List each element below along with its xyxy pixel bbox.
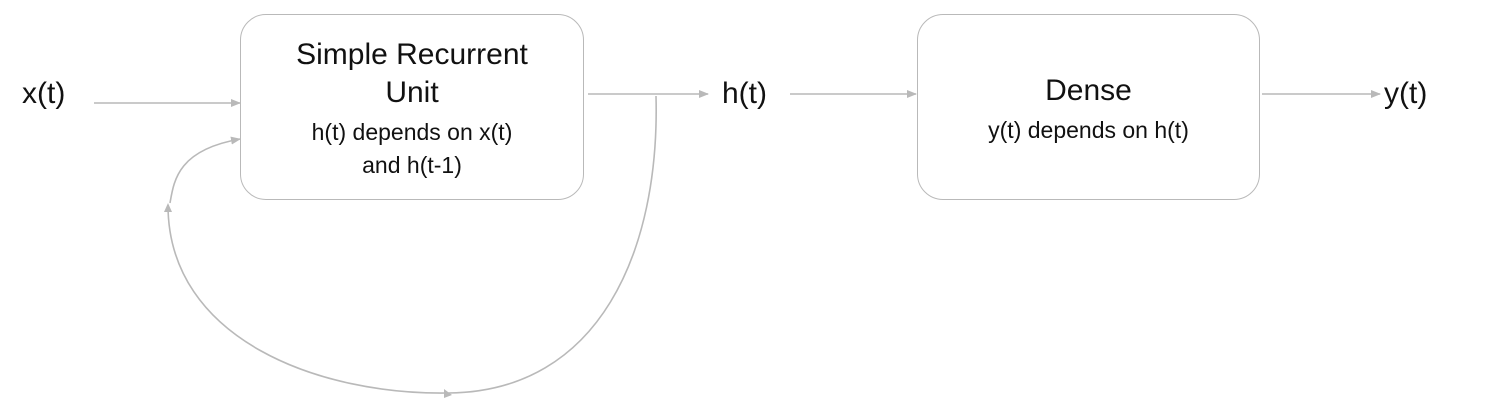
rnn-description-line2: and h(t-1) — [362, 152, 462, 178]
hidden-state-label: h(t) — [722, 77, 767, 110]
input-label-x: x(t) — [22, 77, 66, 110]
rnn-description-line1: h(t) depends on x(t) — [311, 119, 513, 145]
dense-title: Dense — [1045, 74, 1132, 107]
recurrent-loop-upper — [169, 136, 241, 204]
simple-recurrent-unit-box: Simple Recurrent Unit h(t) depends on x(… — [240, 14, 584, 200]
output-label-y: y(t) — [1384, 77, 1428, 110]
dense-description: y(t) depends on h(t) — [988, 117, 1189, 143]
dense-layer-box: Dense y(t) depends on h(t) — [917, 14, 1260, 200]
rnn-title-line1: Simple Recurrent — [296, 38, 528, 71]
loop-arrowhead-bottom — [444, 389, 452, 398]
loop-arrowhead-left — [164, 203, 172, 212]
rnn-title-line2: Unit — [385, 76, 439, 109]
